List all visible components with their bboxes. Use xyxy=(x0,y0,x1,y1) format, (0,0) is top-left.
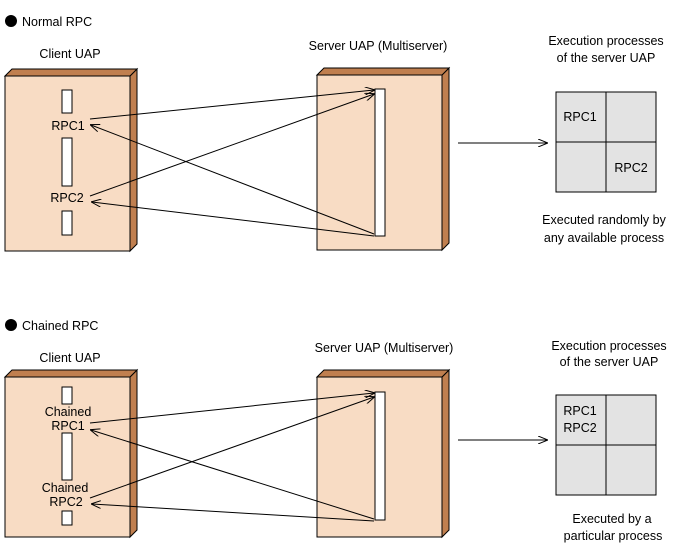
normal-rpc-heading: Normal RPC xyxy=(22,15,92,29)
execution-process-grid: RPC1 RPC2 xyxy=(555,91,657,193)
client-slot xyxy=(61,432,73,481)
process-cell xyxy=(555,444,607,496)
server-slot xyxy=(374,88,386,237)
chained-rpc2-label-line2: RPC2 xyxy=(49,495,82,509)
arrow-rpc1-response xyxy=(91,430,375,520)
server-box-top xyxy=(315,67,451,76)
process-cell xyxy=(555,91,607,143)
arrow-rpc2-request xyxy=(89,397,374,499)
execution-note-line2: particular process xyxy=(564,529,663,543)
cell-rpc1-label: RPC1 xyxy=(563,110,596,124)
bullet-icon xyxy=(5,15,17,27)
server-box-side xyxy=(441,66,450,252)
client-slot xyxy=(61,210,73,236)
server-box-side xyxy=(441,368,450,539)
client-slot xyxy=(61,137,73,187)
client-box-side xyxy=(129,368,138,539)
process-cell xyxy=(605,141,657,193)
execution-note-line2: any available process xyxy=(544,231,664,245)
process-cell xyxy=(605,91,657,143)
arrow-rpc1-request xyxy=(89,393,374,424)
process-cell xyxy=(555,394,607,446)
chained-rpc1-label-line1: Chained xyxy=(45,405,92,419)
execution-title-line2: of the server UAP xyxy=(557,51,656,65)
rpc1-label: RPC1 xyxy=(51,119,84,133)
server-slot xyxy=(374,391,386,521)
client-uap-label: Client UAP xyxy=(39,47,100,61)
chained-rpc-arrows xyxy=(89,393,547,522)
chained-rpc-section: Chained RPC Client UAP Chained RPC1 Chai… xyxy=(3,319,667,543)
process-cell xyxy=(605,444,657,496)
client-uap-box: RPC1 RPC2 xyxy=(3,67,139,253)
normal-rpc-arrows xyxy=(89,90,547,237)
process-cell xyxy=(605,394,657,446)
execution-title-line1: Execution processes xyxy=(551,339,666,353)
chained-rpc2-label-line1: Chained xyxy=(42,481,89,495)
execution-note-line1: Executed randomly by xyxy=(542,213,666,227)
rpc2-label: RPC2 xyxy=(50,191,83,205)
execution-note-line1: Executed by a xyxy=(572,512,651,526)
server-uap-label: Server UAP (Multiserver) xyxy=(309,39,448,53)
client-slot xyxy=(61,89,73,114)
arrow-rpc2-request xyxy=(89,94,374,197)
process-cell xyxy=(555,141,607,193)
cell-rpc2-label: RPC2 xyxy=(614,161,647,175)
server-uap-label: Server UAP (Multiserver) xyxy=(315,341,454,355)
bullet-icon xyxy=(5,319,17,331)
client-box-top xyxy=(3,68,139,77)
client-uap-label: Client UAP xyxy=(39,351,100,365)
chained-rpc-heading: Chained RPC xyxy=(22,319,98,333)
execution-title-line1: Execution processes xyxy=(548,34,663,48)
client-slot xyxy=(61,510,73,526)
execution-title-line2: of the server UAP xyxy=(560,355,659,369)
chained-rpc1-label-line2: RPC1 xyxy=(51,419,84,433)
arrow-rpc2-response xyxy=(92,202,375,237)
arrow-rpc1-request xyxy=(89,90,374,120)
server-box-top xyxy=(315,369,451,378)
client-box-side xyxy=(129,67,138,253)
server-uap-box xyxy=(315,66,451,252)
arrow-rpc1-response xyxy=(91,125,375,235)
client-slot xyxy=(61,386,73,405)
arrow-rpc2-response xyxy=(92,504,375,522)
normal-rpc-section: Normal RPC Client UAP RPC1 RPC2 Server U… xyxy=(3,15,667,253)
cell-rpc1-label: RPC1 xyxy=(563,404,596,418)
server-uap-box xyxy=(315,368,451,539)
cell-rpc2-label: RPC2 xyxy=(563,421,596,435)
execution-process-grid: RPC1 RPC2 xyxy=(555,394,657,496)
client-box-top xyxy=(3,369,139,378)
client-uap-box: Chained RPC1 Chained RPC2 xyxy=(3,368,139,539)
